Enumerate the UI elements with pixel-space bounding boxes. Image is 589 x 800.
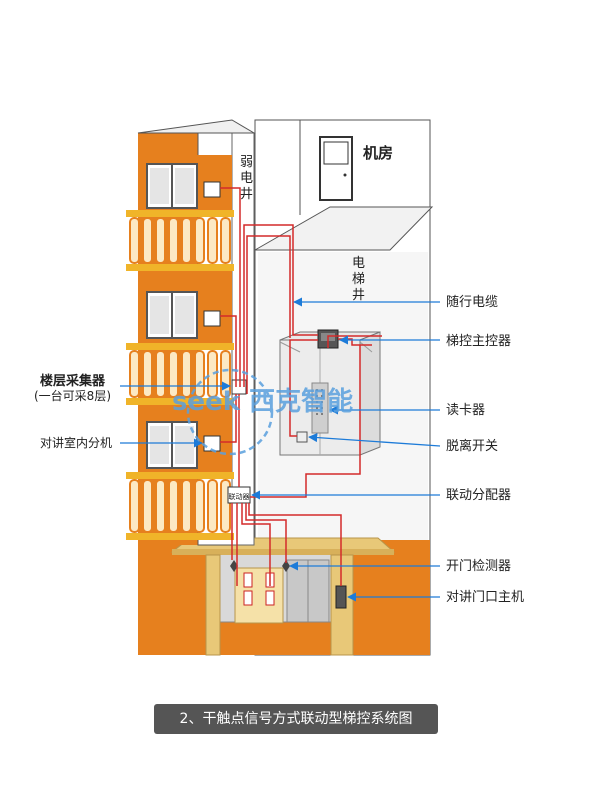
watermark: seek 西克智能 [172, 368, 353, 456]
weak-well-char-2: 电 [240, 171, 253, 186]
door-detector-right [282, 560, 290, 572]
shaft-char-3: 井 [352, 288, 365, 303]
red-wiring [220, 187, 382, 586]
main-controller-label: 梯控主控器 [446, 334, 511, 349]
card-reader-label: 读卡器 [446, 403, 485, 418]
machine-room-floor [253, 206, 434, 251]
shaft-char-2: 梯 [352, 272, 365, 287]
distributor-box-label: 联动器 [229, 492, 250, 501]
shaft-char-1: 电 [352, 256, 365, 271]
door-detector-left [230, 560, 238, 572]
weak-well-char-3: 井 [240, 187, 253, 202]
leader-lines [120, 297, 441, 602]
weak-well-char-1: 弱 [240, 155, 253, 170]
door-detector-label: 开门检测器 [446, 559, 511, 574]
leader-disconnect-switch [308, 433, 441, 447]
call-button-1 [243, 572, 253, 588]
door-station-box [335, 585, 347, 609]
floor-unit-1 [126, 155, 234, 271]
indoor-unit-floor-1 [203, 181, 221, 198]
figure-caption: 2、干触点信号方式联动型梯控系统图 [154, 704, 438, 734]
card-reader-panel [311, 382, 329, 434]
floor-collector-note: (一台可采8层) [34, 388, 111, 403]
machine-room-door [319, 136, 353, 201]
traveling-cable-label: 随行电缆 [446, 294, 498, 310]
door-station-label: 对讲门口主机 [446, 590, 524, 605]
disconnect-switch-label: 脱离开关 [446, 438, 498, 454]
indoor-unit-label: 对讲室内分机 [40, 435, 112, 450]
indoor-unit-floor-2 [203, 310, 221, 327]
floor-collector-label: 楼层采集器 [40, 373, 106, 389]
left-pillar [205, 554, 221, 656]
residential-floors: 联动器 [126, 119, 256, 546]
machine-room-label: 机房 [363, 144, 393, 162]
disconnect-switch-box [296, 431, 308, 443]
linkage-distributor-label: 联动分配器 [446, 488, 511, 503]
floor-unit-3 [126, 405, 234, 540]
elevator-building [138, 119, 434, 656]
watermark-text: seek 西克智能 [172, 386, 353, 417]
text-labels: 机房 弱 电 井 电 梯 井 楼层采集器 (一台可采8层) 对讲室内分机 随行电… [34, 144, 524, 605]
